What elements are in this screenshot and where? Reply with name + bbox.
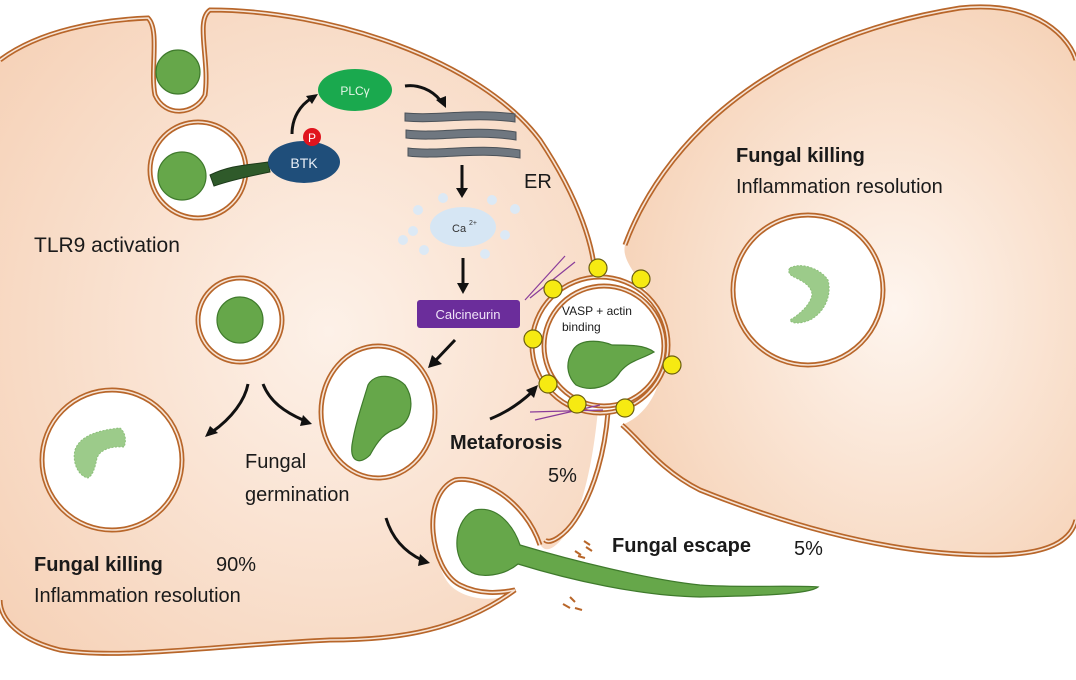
dead-fungus-icon <box>788 265 830 324</box>
phospho-label: P <box>308 131 316 145</box>
arrow-to-metaforosis <box>489 390 534 421</box>
vasp-bead <box>588 258 608 278</box>
vasp-bead <box>523 329 543 349</box>
arrow-to-killing <box>211 383 250 434</box>
killing-phagosome-left <box>39 387 185 533</box>
tlr9-phagosome <box>147 119 271 221</box>
plcg-node: PLCγ <box>318 69 392 111</box>
vasp-bead <box>662 355 682 375</box>
calcium-charge: 2+ <box>469 220 477 227</box>
tlr9-receptor-icon <box>209 161 271 187</box>
calcineurin-node: Calcineurin <box>417 300 520 328</box>
vasp-bead <box>543 279 563 299</box>
vasp-bead <box>615 398 635 418</box>
killing-left-subtitle: Inflammation resolution <box>34 585 241 607</box>
calcineurin-label: Calcineurin <box>435 307 500 322</box>
killing-left-title: Fungal killing <box>34 554 163 576</box>
fungus-in-transfer-icon <box>567 340 656 389</box>
metaforosis-percent: 5% <box>548 465 577 487</box>
killing-phagosome-right <box>730 212 886 368</box>
metaforosis-label: Metaforosis <box>450 432 562 454</box>
arrow-to-escape <box>384 517 423 562</box>
er-icon <box>404 111 521 159</box>
calcium-label: Ca <box>452 223 467 235</box>
plcg-label: PLCγ <box>340 84 369 98</box>
conidium <box>157 151 207 201</box>
membrane-fragments <box>562 540 593 611</box>
vasp-label-2: binding <box>562 320 601 334</box>
germination-label-2: germination <box>245 484 350 506</box>
actin-filament <box>524 255 566 301</box>
escape-label: Fungal escape <box>612 535 751 557</box>
germination-phagosome <box>318 343 438 481</box>
dead-fungus-icon <box>73 427 126 479</box>
tlr9-label: TLR9 activation <box>34 234 180 257</box>
actin-filament <box>529 409 604 413</box>
arrow-plcg-er <box>404 84 442 101</box>
arrow-to-germination <box>261 383 304 422</box>
vasp-bead <box>567 394 587 414</box>
vasp-bead <box>631 269 651 289</box>
engulfing-conidium <box>155 49 201 95</box>
vasp-bead <box>538 374 558 394</box>
germination-label-1: Fungal <box>245 451 306 473</box>
hypha-icon <box>456 508 820 598</box>
resting-phagosome <box>195 275 285 365</box>
conidium <box>216 296 264 344</box>
killing-right-title: Fungal killing <box>736 145 865 167</box>
vasp-label-1: VASP + actin <box>562 304 632 318</box>
btk-label: BTK <box>290 155 318 171</box>
er-label: ER <box>524 171 552 193</box>
metaforosis-phagosome <box>523 255 682 421</box>
arrow-calcineurin-germination <box>434 338 457 362</box>
escape-percent: 5% <box>794 538 823 560</box>
escaping-hypha <box>456 508 820 611</box>
btk-node: BTK P <box>268 128 340 183</box>
germinating-fungus-icon <box>351 375 412 462</box>
killing-right-subtitle: Inflammation resolution <box>736 176 943 198</box>
killing-left-percent: 90% <box>216 554 256 576</box>
phosphate-icon <box>303 128 321 146</box>
calcium-cloud: Ca 2+ <box>398 193 520 259</box>
